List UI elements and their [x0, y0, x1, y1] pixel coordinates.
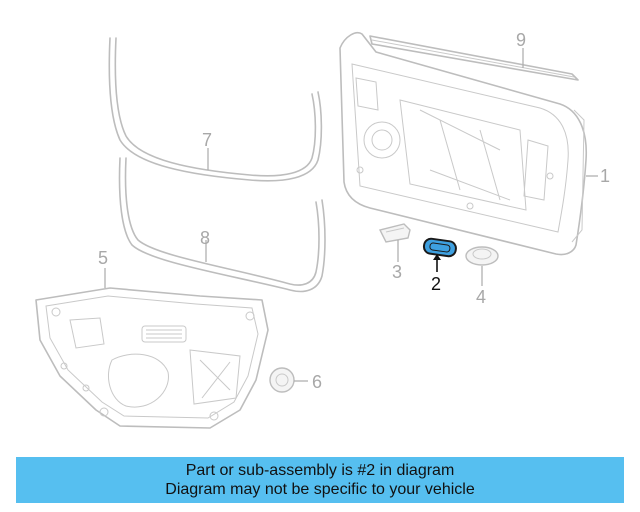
part-2-highlighted — [422, 237, 457, 258]
part-1-door-shell — [339, 32, 588, 256]
part-3-clip — [378, 223, 411, 243]
callout-5: 5 — [98, 248, 108, 268]
info-banner: Part or sub-assembly is #2 in diagram Di… — [16, 457, 624, 503]
part-5-regulator-panel — [35, 287, 269, 429]
callout-4: 4 — [476, 287, 486, 307]
callout-3: 3 — [392, 262, 402, 282]
callout-9: 9 — [516, 30, 526, 50]
callout-6: 6 — [312, 372, 322, 392]
callout-8: 8 — [200, 228, 210, 248]
banner-line-1: Part or sub-assembly is #2 in diagram — [185, 462, 455, 479]
part-7-door-frame-seal — [108, 37, 323, 182]
callout-7: 7 — [202, 130, 212, 150]
part-4-plug — [465, 246, 499, 266]
callout-2: 2 — [431, 274, 441, 294]
leader-lines — [104, 48, 598, 382]
part-8-door-seal — [118, 157, 326, 293]
banner-line-2: Diagram may not be specific to your vehi… — [165, 481, 475, 498]
callout-1: 1 — [600, 166, 610, 186]
part-9-belt-molding — [369, 35, 579, 81]
part-6-grommet — [269, 367, 295, 393]
